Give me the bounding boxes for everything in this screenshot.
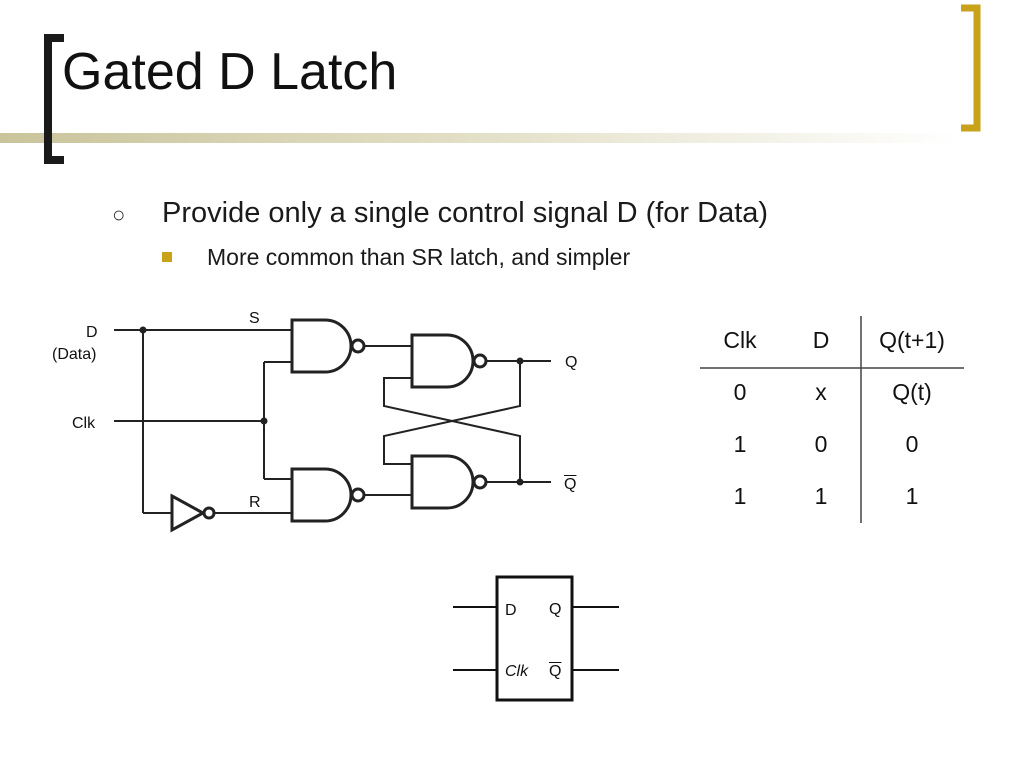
nand-bubble	[472, 353, 488, 369]
node-r-label: R	[249, 494, 261, 511]
right-bracket	[961, 4, 981, 132]
node-s-label: S	[249, 310, 260, 327]
hollow-circle-bullet-icon: ○	[112, 202, 126, 227]
truth-table-cell: 0	[905, 431, 919, 457]
truth-table-cell: 1	[814, 483, 828, 509]
nand-bubble	[350, 487, 366, 503]
square-bullet-icon	[162, 252, 172, 262]
truth-table-cell: Q(t)	[892, 379, 932, 405]
nand-bubble	[350, 338, 366, 354]
truth-table-header-q: Q(t+1)	[879, 327, 945, 353]
truth-table-cell: x	[815, 379, 827, 405]
symbol-box	[495, 575, 574, 702]
truth-table-header-clk: Clk	[723, 327, 757, 353]
symbol-q-label: Q	[549, 601, 562, 618]
not-bubble	[202, 506, 216, 520]
not-gate-icon	[170, 493, 207, 533]
output-qbar-label: Q	[564, 476, 577, 493]
truth-table-cell: 1	[905, 483, 919, 509]
symbol-qbar-label: Q	[549, 663, 562, 680]
truth-table-cell: 0	[733, 379, 747, 405]
slide-title: Gated D Latch	[62, 43, 398, 101]
bullet-level-2: More common than SR latch, and simpler	[207, 244, 631, 270]
bullet-level-1: Provide only a single control signal D (…	[162, 197, 769, 229]
symbol-d-label: D	[505, 602, 517, 619]
input-d-label: D	[86, 324, 98, 341]
symbol-clk-label: Clk	[505, 663, 529, 680]
truth-table-cell: 1	[733, 483, 747, 509]
title-underline-band	[0, 133, 960, 143]
output-q-label: Q	[565, 354, 578, 371]
input-d-note: (Data)	[52, 346, 97, 363]
truth-table-header-d: D	[812, 327, 830, 353]
left-bracket	[44, 34, 64, 164]
input-clk-label: Clk	[72, 415, 96, 432]
truth-table-cell: 1	[733, 431, 747, 457]
circuit-wires	[114, 326, 551, 514]
nand-bubble	[472, 474, 488, 490]
truth-table-cell: 0	[814, 431, 828, 457]
